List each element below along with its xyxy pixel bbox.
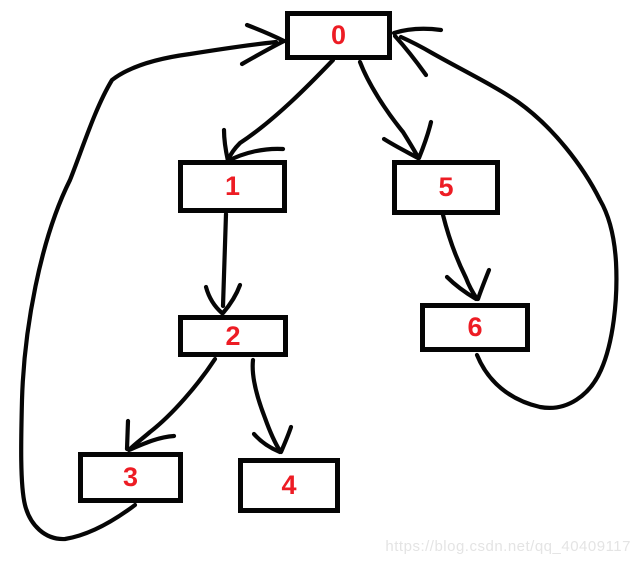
edge-0-1 bbox=[221, 57, 336, 164]
csdn-watermark: https://blog.csdn.net/qq_40409117 bbox=[385, 538, 631, 555]
graph-node-0: 0 bbox=[285, 11, 392, 60]
node-label-6: 6 bbox=[467, 312, 483, 342]
graph-node-2: 2 bbox=[178, 315, 288, 357]
node-label-4: 4 bbox=[281, 470, 297, 500]
graph-node-6: 6 bbox=[420, 303, 530, 352]
edge-1-2 bbox=[203, 211, 243, 316]
node-label-2: 2 bbox=[225, 320, 241, 351]
graph-node-3: 3 bbox=[78, 452, 183, 503]
edge-0-5 bbox=[357, 59, 434, 161]
edge-3-0 bbox=[19, 22, 287, 542]
node-label-1: 1 bbox=[224, 171, 241, 201]
edge-2-4 bbox=[250, 357, 294, 455]
graph-node-5: 5 bbox=[392, 160, 500, 215]
edge-6-0 bbox=[391, 26, 619, 410]
node-label-3: 3 bbox=[122, 462, 139, 492]
graph-node-1: 1 bbox=[178, 160, 287, 213]
node-label-0: 0 bbox=[330, 20, 347, 50]
node-label-5: 5 bbox=[438, 172, 454, 202]
edge-5-6 bbox=[440, 212, 492, 302]
graph-node-4: 4 bbox=[238, 458, 340, 513]
edge-2-3 bbox=[124, 356, 218, 453]
